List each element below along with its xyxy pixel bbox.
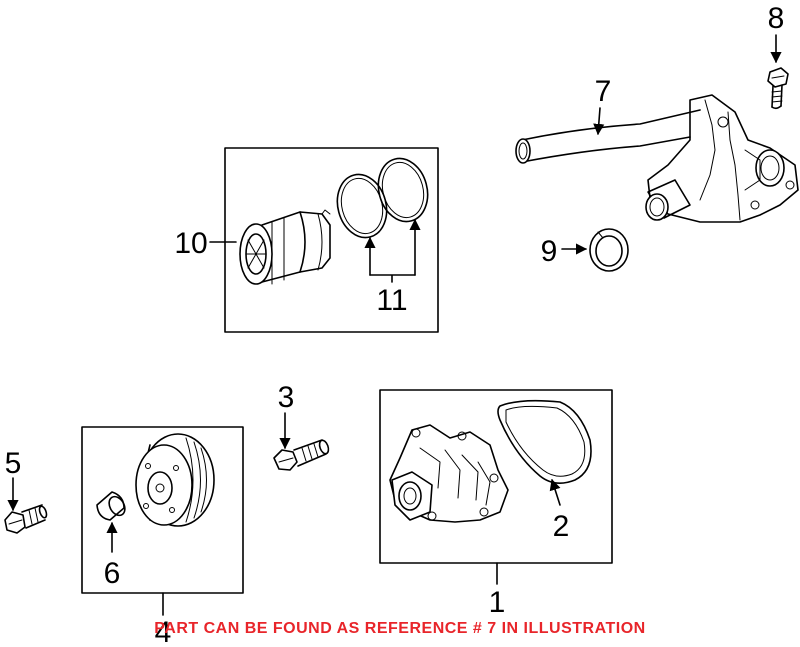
callout-5: 5: [5, 447, 22, 480]
cap-6-part: [96, 491, 126, 521]
callout-4: 4: [155, 616, 172, 647]
callout-9: 9: [541, 235, 558, 268]
bolt-5-part: [4, 504, 48, 534]
water-pump-1-part: [389, 424, 509, 523]
pulley-4-part: [135, 433, 215, 527]
callout-8: 8: [768, 2, 785, 35]
callout-10: 10: [174, 227, 207, 260]
o-rings-11-part: [336, 157, 429, 239]
callout-1: 1: [489, 586, 506, 619]
callout-7: 7: [595, 75, 612, 108]
arrow-7: [593, 107, 605, 136]
callout-6: 6: [104, 557, 121, 590]
box-water-pump-group: [379, 389, 613, 564]
box-thermostat-group: [224, 147, 439, 333]
reference-note: PART CAN BE FOUND AS REFERENCE # 7 IN IL…: [154, 620, 646, 637]
arrow-2: [549, 478, 561, 506]
thermostat-10-part: [239, 209, 331, 285]
callout-3: 3: [278, 381, 295, 414]
callout-2: 2: [553, 510, 570, 543]
bracket-11: [369, 274, 416, 283]
gasket-2-part: [497, 399, 592, 484]
callout-11: 11: [376, 284, 407, 317]
bolt-8-part: [767, 67, 789, 110]
seal-9-part: [589, 228, 629, 272]
thermostat-housing-7-part: [515, 94, 799, 223]
bolt-3-part: [273, 439, 330, 471]
